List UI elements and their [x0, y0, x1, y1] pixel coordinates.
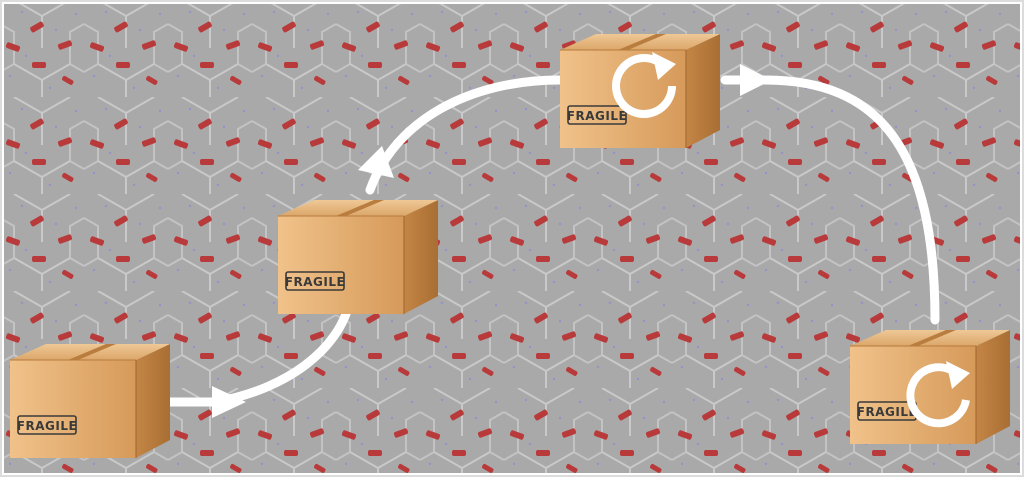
- arrowheads: [212, 64, 772, 418]
- arrow-box3-to-box4: [720, 75, 940, 325]
- box-label: FRAGILE: [857, 405, 917, 419]
- rotate-clockwise-icon: [906, 361, 970, 428]
- box-2: FRAGILE: [277, 199, 439, 315]
- box-3: FRAGILE: [559, 33, 721, 149]
- box-label: FRAGILE: [567, 109, 627, 123]
- arrowhead-icon: [212, 386, 246, 418]
- box-4: FRAGILE: [849, 329, 1011, 445]
- arrowhead-icon: [740, 64, 772, 96]
- box-label: FRAGILE: [17, 419, 77, 433]
- box-label: FRAGILE: [285, 275, 345, 289]
- arrowhead-icon: [358, 146, 394, 178]
- rotate-clockwise-icon: [612, 52, 676, 118]
- box-1: FRAGILE: [9, 343, 171, 459]
